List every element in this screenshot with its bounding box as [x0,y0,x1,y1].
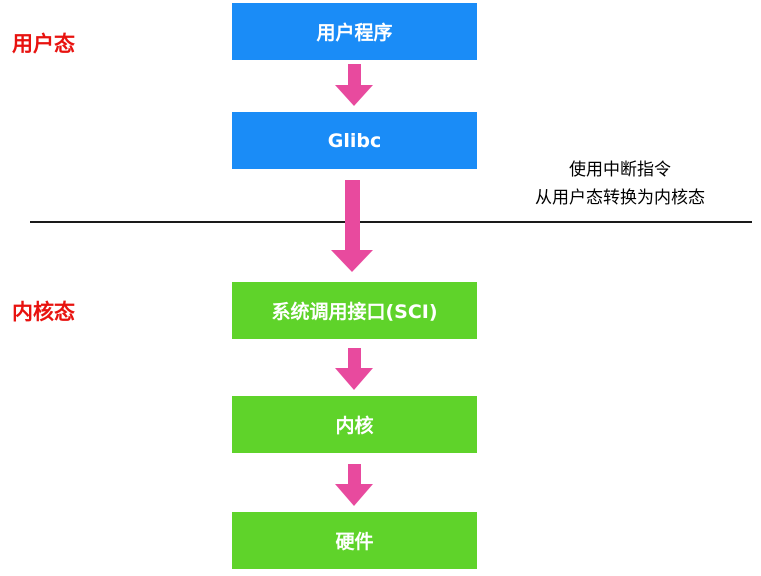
arrow-user-program-to-glibc [335,64,373,106]
arrow-sci-to-kernel [335,348,373,390]
glibc-label: Glibc [327,129,382,152]
hardware-label: 硬件 [335,531,374,553]
arrow-glibc-to-sci [331,180,373,272]
arrow-kernel-to-hardware [335,464,373,506]
user-mode-label: 用户态 [12,32,75,56]
kernel-label: 内核 [335,415,374,437]
interrupt-note-line1: 使用中断指令 [569,160,671,180]
user-program-label: 用户程序 [316,22,393,44]
interrupt-note-line2: 从用户态转换为内核态 [535,188,705,208]
hardware-box: 硬件 [232,512,477,569]
sci-label: 系统调用接口(SCI) [271,301,438,323]
sci-box: 系统调用接口(SCI) [232,282,477,339]
mode-divider-line [30,221,752,223]
interrupt-note: 使用中断指令 从用户态转换为内核态 [505,156,735,212]
glibc-box: Glibc [232,112,477,169]
kernel-mode-label: 内核态 [12,300,75,324]
user-program-box: 用户程序 [232,3,477,60]
kernel-box: 内核 [232,396,477,453]
